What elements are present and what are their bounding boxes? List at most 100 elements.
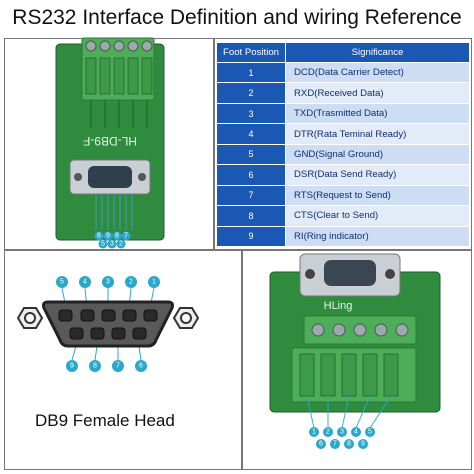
terminal-slots — [85, 57, 153, 95]
pin-signal: RI(Ring indicator) — [285, 225, 470, 247]
mount-hole — [385, 269, 395, 279]
board-label: HLing — [324, 300, 353, 312]
terminal-screws — [85, 40, 153, 52]
pin-number: 8 — [216, 205, 286, 227]
db9-caption: DB9 Female Head — [35, 411, 175, 430]
mount-hole — [305, 269, 315, 279]
db9-shell — [42, 300, 174, 348]
db9-connector-face — [324, 260, 376, 286]
pin-number: 5 — [216, 143, 286, 166]
pin-signal: RXD(Received Data) — [285, 82, 470, 104]
pin-marker: 6 — [135, 360, 147, 372]
svg-text:9: 9 — [70, 363, 74, 370]
pin-signal: GND(Signal Ground) — [285, 143, 470, 166]
mounting-ear — [16, 307, 44, 329]
pin-number: 7 — [216, 184, 286, 207]
svg-text:6: 6 — [139, 363, 143, 370]
pin-marker: 8 — [344, 439, 354, 449]
pin-marker: 6 — [94, 231, 104, 241]
pin-holes-top — [58, 309, 158, 322]
svg-text:2: 2 — [326, 429, 330, 436]
panel-db9-diagram — [4, 250, 242, 470]
svg-text:8: 8 — [347, 441, 351, 448]
db9-female-pinout-diagram: 5 4 3 2 1 9 8 — [16, 276, 200, 372]
svg-text:9: 9 — [361, 441, 365, 448]
svg-text:1: 1 — [152, 279, 156, 286]
pin-marker: 2 — [125, 276, 137, 288]
pin-marker: 8 — [89, 360, 101, 372]
pin-marker: 3 — [102, 276, 114, 288]
pin-number: 9 — [216, 225, 286, 247]
terminal-slots — [299, 353, 399, 397]
pin-marker: 5 — [98, 239, 108, 249]
pin-marker: 9 — [358, 439, 368, 449]
pin-marker: 1 — [309, 427, 319, 437]
mount-hole — [74, 173, 82, 181]
svg-text:8: 8 — [93, 363, 97, 370]
pcb-traces — [90, 100, 148, 128]
svg-text:3: 3 — [110, 241, 114, 248]
svg-text:2: 2 — [129, 279, 133, 286]
page-title: RS232 Interface Definition and wiring Re… — [12, 6, 462, 29]
pin-marker: 6 — [316, 439, 326, 449]
pin-signal: DTR(Rata Teminal Ready) — [285, 123, 470, 145]
pin-holes-bottom — [69, 327, 147, 340]
pin-marker: 3 — [107, 239, 117, 249]
table-header-row: Foot Position Significance — [216, 42, 470, 63]
pin-number: 6 — [216, 164, 286, 186]
svg-text:5: 5 — [60, 279, 64, 286]
pin-leader-lines — [95, 194, 133, 230]
pin-signal: DSR(Data Send Ready) — [285, 164, 470, 186]
svg-text:4: 4 — [354, 429, 358, 436]
pin-number: 3 — [216, 102, 286, 125]
svg-text:3: 3 — [340, 429, 344, 436]
svg-text:9: 9 — [106, 233, 110, 240]
pin-marker: 5 — [56, 276, 68, 288]
pin-marker: 2 — [116, 239, 126, 249]
pin-marker: 4 — [351, 427, 361, 437]
column-header-significance: Significance — [285, 42, 470, 63]
svg-text:5: 5 — [368, 429, 372, 436]
pin-signal: RTS(Request to Send) — [285, 184, 470, 207]
panel-board-photo-2 — [242, 250, 472, 470]
pin-number: 1 — [216, 61, 286, 84]
pin-marker: 8 — [112, 231, 122, 241]
pin-marker: 7 — [121, 231, 131, 241]
svg-text:2: 2 — [119, 241, 123, 248]
svg-text:7: 7 — [333, 441, 337, 448]
pin-number: 2 — [216, 82, 286, 104]
svg-text:3: 3 — [106, 279, 110, 286]
pin-marker: 5 — [365, 427, 375, 437]
column-header-foot-position: Foot Position — [216, 42, 286, 63]
pin-number-markers-bottom: 6 7 8 9 — [316, 439, 368, 449]
pin-marker: 1 — [148, 276, 160, 288]
bottom-pin-numbers: 9 8 7 6 — [66, 360, 147, 372]
db9-breakout-board-illustration-2: HLing 1 2 3 4 5 6 7 8 9 — [269, 253, 441, 449]
svg-text:7: 7 — [124, 233, 128, 240]
db9-connector-face — [88, 166, 132, 188]
svg-text:1: 1 — [312, 429, 316, 436]
pin-marker: 3 — [337, 427, 347, 437]
pin-marker: 7 — [330, 439, 340, 449]
terminal-screws — [311, 323, 409, 337]
mount-hole — [138, 173, 146, 181]
pin-marker: 9 — [66, 360, 78, 372]
pin-marker: 9 — [103, 231, 113, 241]
pin-signal: TXD(Trasmitted Data) — [285, 102, 470, 125]
mounting-ear — [172, 307, 200, 329]
svg-text:6: 6 — [97, 233, 101, 240]
svg-text:5: 5 — [101, 241, 105, 248]
svg-text:6: 6 — [319, 441, 323, 448]
svg-text:8: 8 — [115, 233, 119, 240]
pin-number: 4 — [216, 123, 286, 145]
pin-marker: 2 — [323, 427, 333, 437]
top-pin-numbers: 5 4 3 2 1 — [56, 276, 160, 288]
